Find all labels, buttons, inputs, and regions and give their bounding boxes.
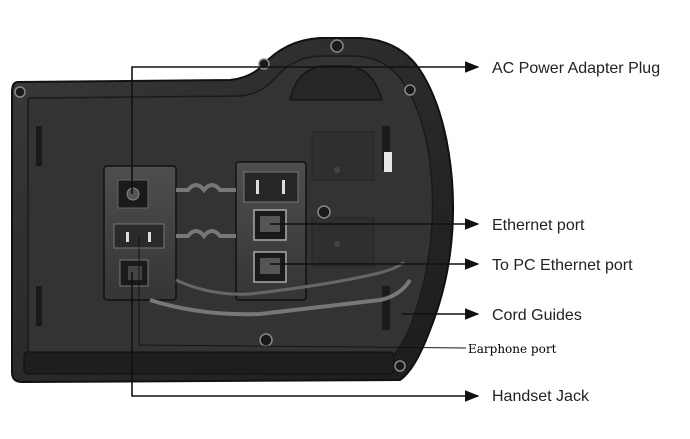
earphone-pin-a bbox=[126, 232, 129, 242]
dc-power-jack-hole bbox=[126, 187, 140, 201]
right-panel-top-slot bbox=[243, 171, 299, 203]
slot-pin-a bbox=[256, 180, 259, 194]
screw-icon-bottom-right bbox=[394, 360, 406, 372]
label-pc-ethernet: To PC Ethernet port bbox=[492, 257, 633, 274]
cord-guide-channel-lower bbox=[175, 260, 406, 296]
screw-icon bbox=[330, 39, 344, 53]
label-recess-right-top bbox=[311, 131, 375, 181]
screw-icon-right bbox=[404, 84, 416, 96]
slot-pin-b bbox=[282, 180, 285, 194]
label-recess-right-bottom bbox=[311, 217, 375, 267]
cord-guide-channel-mid bbox=[176, 229, 236, 240]
screw-icon-bottom bbox=[259, 333, 273, 347]
screw-icon-top-left bbox=[14, 86, 26, 98]
recess-dot-bottom bbox=[334, 241, 340, 247]
inner-plate bbox=[27, 55, 434, 363]
side-clip-right-top bbox=[382, 126, 390, 170]
side-clip-right-bottom bbox=[382, 286, 390, 330]
screw-icon-center bbox=[317, 205, 331, 219]
bottom-rim bbox=[23, 351, 395, 375]
handle-cutout bbox=[289, 65, 383, 101]
cord-guide-channel-top bbox=[176, 183, 236, 194]
label-ac-power: AC Power Adapter Plug bbox=[492, 60, 660, 77]
side-clip-left-bottom bbox=[36, 286, 42, 326]
side-tab-right bbox=[384, 152, 392, 172]
label-cord-guides: Cord Guides bbox=[492, 307, 582, 324]
label-handset: Handset Jack bbox=[492, 388, 590, 405]
label-earphone: Earphone port bbox=[468, 342, 557, 356]
cord-guide-channel-bottom bbox=[149, 278, 412, 317]
rj45-jack-inner-2 bbox=[260, 258, 280, 274]
handset-jack-inner bbox=[128, 266, 142, 280]
leader-handset bbox=[131, 272, 480, 402]
label-ethernet: Ethernet port bbox=[492, 217, 585, 234]
leader-earphone bbox=[138, 236, 467, 349]
earphone-pin-b bbox=[148, 232, 151, 242]
leader-ac-power bbox=[131, 61, 480, 194]
side-clip-left-top bbox=[36, 126, 42, 166]
recess-dot-top bbox=[334, 167, 340, 173]
